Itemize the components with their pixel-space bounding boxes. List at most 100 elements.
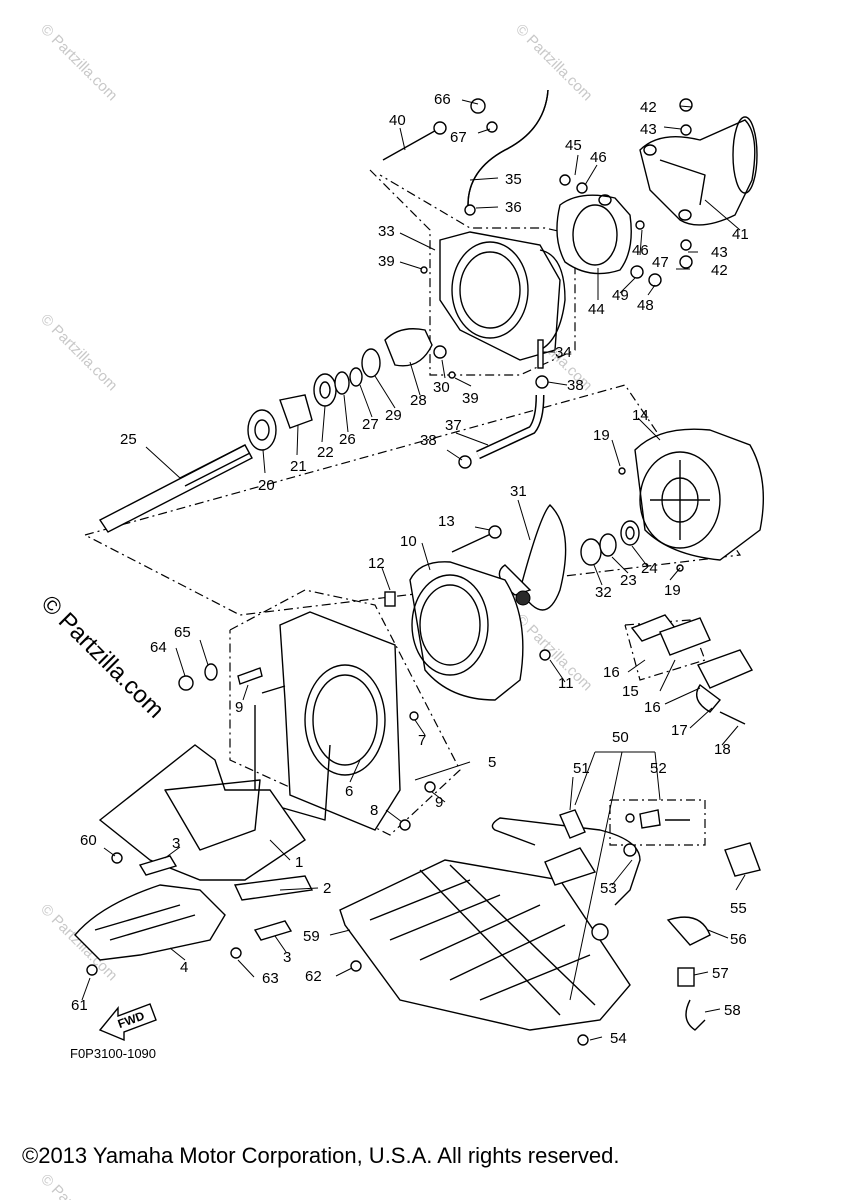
part-label-5: 5 (488, 754, 496, 771)
bolts-mid (178, 467, 684, 721)
part-label-11: 11 (558, 675, 574, 692)
bearings-row (247, 328, 433, 451)
part-label-9b: 9 (435, 794, 443, 811)
watermark-bottom-left: © Partzilla.com (37, 1171, 120, 1200)
part-label-39b: 39 (462, 390, 479, 407)
part-label-40: 40 (389, 112, 406, 129)
part-label-7: 7 (418, 732, 426, 749)
watermark-top-left: © Partzilla.com (37, 21, 120, 104)
part-label-15: 15 (622, 683, 639, 700)
upper-assembly-outline (369, 169, 576, 376)
part-label-33: 33 (378, 223, 395, 240)
part-label-4: 4 (180, 959, 188, 976)
intake-duct-10 (409, 561, 524, 701)
part-label-46b: 46 (632, 242, 649, 259)
part-label-34: 34 (555, 344, 572, 361)
pump-housing-upper-33 (439, 231, 566, 361)
intake-grille-59 (339, 859, 631, 1031)
part-label-12: 12 (368, 555, 385, 572)
part-label-19a: 19 (593, 427, 610, 444)
sensor-hardware-52 (625, 809, 690, 829)
copyright-notice: ©2013 Yamaha Motor Corporation, U.S.A. A… (22, 1143, 619, 1168)
part-label-64: 64 (150, 639, 167, 656)
part-label-24: 24 (641, 560, 658, 577)
part-label-27: 27 (362, 416, 379, 433)
grill-plates (630, 614, 754, 725)
part-label-28: 28 (410, 392, 427, 409)
part-label-39a: 39 (378, 253, 395, 270)
part-label-6: 6 (345, 783, 353, 800)
part-label-61: 61 (71, 997, 88, 1014)
part-label-8: 8 (370, 802, 378, 819)
part-label-55: 55 (730, 900, 747, 917)
figure-code: F0P3100-1090 (70, 1046, 156, 1061)
part-label-62: 62 (305, 968, 322, 985)
part-label-42a: 42 (640, 99, 657, 116)
part-label-44: 44 (588, 301, 605, 318)
leader-lines (81, 99, 746, 1041)
part-label-35: 35 (505, 171, 522, 188)
part-label-57: 57 (712, 965, 729, 982)
part-label-22: 22 (317, 444, 334, 461)
part-label-45: 45 (565, 137, 582, 154)
part-label-46a: 46 (590, 149, 607, 166)
fwd-arrow-icon: FWD (98, 1003, 157, 1042)
part-label-32: 32 (595, 584, 612, 601)
part-label-65: 65 (174, 624, 191, 641)
pump-housing-14 (634, 428, 764, 561)
part-label-18: 18 (714, 741, 731, 758)
part-number-labels: 1 2 3 3 4 5 6 7 8 9 9 10 11 12 13 14 15 … (71, 91, 749, 1047)
part-label-23: 23 (620, 572, 637, 589)
part-label-43a: 43 (640, 121, 657, 138)
hose-37 (476, 394, 545, 460)
intake-grate-4 (74, 884, 226, 961)
duct-assembly-outline (229, 589, 461, 836)
part-label-16a: 16 (603, 664, 620, 681)
part-label-20: 20 (258, 477, 275, 494)
part-label-52: 52 (650, 760, 667, 777)
part-label-13: 13 (438, 513, 455, 530)
part-label-38b: 38 (420, 432, 437, 449)
duct-plate-6 (254, 611, 401, 831)
part-label-3a: 3 (172, 835, 180, 852)
watermark-mid-left: © Partzilla.com (37, 311, 120, 394)
part-label-56: 56 (730, 931, 747, 948)
part-label-14: 14 (632, 407, 649, 424)
part-label-59: 59 (303, 928, 320, 945)
watermark-top-mid: © Partzilla.com (512, 21, 595, 104)
part-label-38a: 38 (567, 377, 584, 394)
part-label-63: 63 (262, 970, 279, 987)
speed-sensor-50 (491, 809, 641, 941)
drive-shaft-25 (98, 444, 253, 533)
part-label-19b: 19 (664, 582, 681, 599)
part-label-50: 50 (612, 729, 629, 746)
part-label-31: 31 (510, 483, 527, 500)
part-label-25: 25 (120, 431, 137, 448)
part-label-37: 37 (445, 417, 462, 434)
part-label-66: 66 (434, 91, 451, 108)
part-label-17: 17 (671, 722, 688, 739)
part-label-9a: 9 (235, 699, 243, 716)
part-label-3b: 3 (283, 949, 291, 966)
part-label-51: 51 (573, 760, 590, 777)
part-label-58: 58 (724, 1002, 741, 1019)
part-label-41: 41 (732, 226, 749, 243)
part-label-49: 49 (612, 287, 629, 304)
hose-35 (467, 89, 549, 206)
part-label-10: 10 (400, 533, 417, 550)
part-label-30: 30 (433, 379, 450, 396)
watermark-large: © Partzilla.com (36, 590, 169, 723)
steering-ring-44 (556, 194, 632, 275)
sensor-group-outline (609, 799, 706, 846)
part-label-29: 29 (385, 407, 402, 424)
nozzle-41 (639, 116, 758, 226)
part-label-54: 54 (610, 1030, 627, 1047)
part-label-36: 36 (505, 199, 522, 216)
spacers-2-3 (138, 855, 314, 941)
seals-32-24 (580, 520, 640, 566)
part-label-21: 21 (290, 458, 307, 475)
part-label-53: 53 (600, 880, 617, 897)
bolts-lower-duct (399, 781, 436, 831)
part-label-60: 60 (80, 832, 97, 849)
